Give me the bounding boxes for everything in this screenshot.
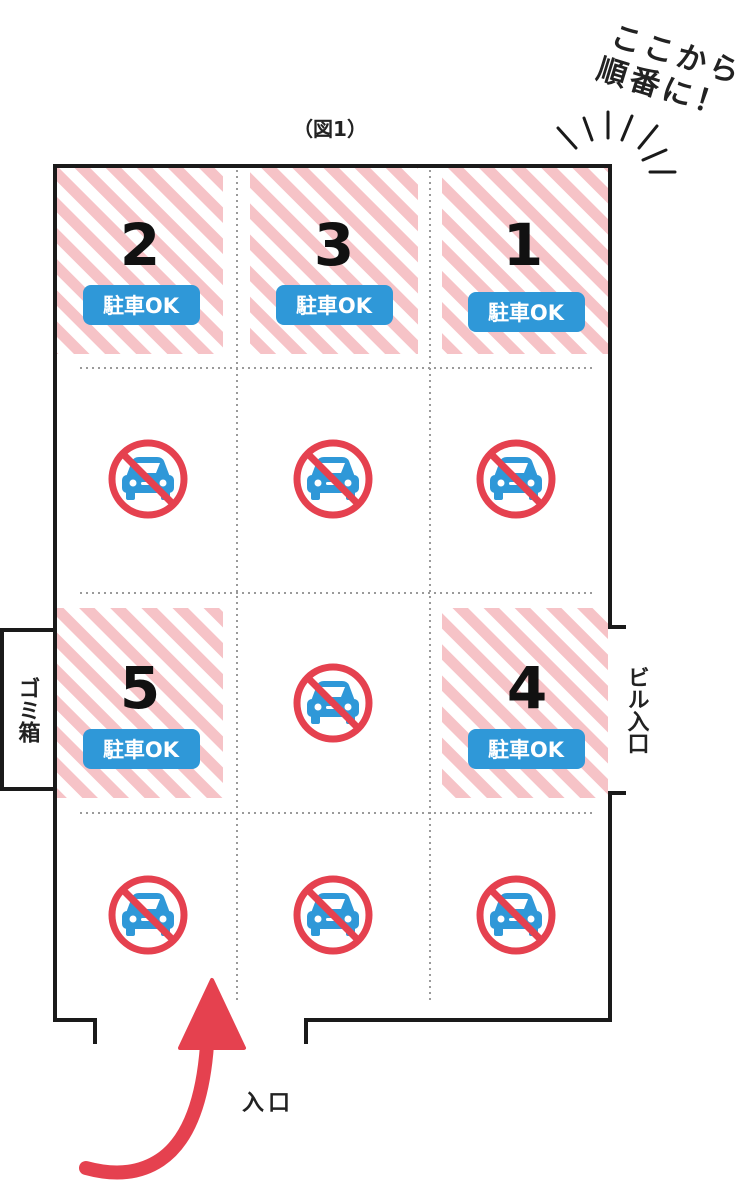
building-entrance-label: ビル入口: [624, 666, 650, 754]
spot-number-4: 4: [507, 654, 547, 722]
parking-ok-badge-5: 駐車OK: [83, 729, 200, 769]
spot-number-1: 1: [503, 211, 543, 279]
parking-ok-badge-2: 駐車OK: [83, 285, 200, 325]
no-parking-car-icon: [480, 879, 552, 951]
lot-outline: [53, 164, 626, 1044]
no-parking-car-icon: [480, 443, 552, 515]
garbage-label: ゴミ箱: [15, 676, 41, 743]
spot-number-3: 3: [314, 211, 354, 279]
figure-caption: （図1）: [293, 117, 367, 141]
parking-ok-badge-3: 駐車OK: [276, 285, 393, 325]
parking-ok-label: 駐車OK: [296, 294, 373, 318]
garbage-box: [0, 628, 57, 791]
parking-ok-badge-1: 駐車OK: [468, 292, 585, 332]
spot-number-5: 5: [120, 654, 160, 722]
no-parking-car-icon: [297, 443, 369, 515]
parking-ok-label: 駐車OK: [103, 738, 180, 762]
parking-ok-label: 駐車OK: [488, 738, 565, 762]
no-parking-car-icon: [112, 879, 184, 951]
parking-ok-label: 駐車OK: [103, 294, 180, 318]
entrance-arrow: [79, 978, 246, 1180]
parking-ok-label: 駐車OK: [488, 301, 565, 325]
spot-number-2: 2: [120, 211, 160, 279]
no-parking-car-icon: [297, 667, 369, 739]
no-parking-car-icon: [297, 879, 369, 951]
grid-lines: [80, 170, 595, 1002]
no-parking-car-icon: [112, 443, 184, 515]
emphasis-lines: [556, 110, 677, 174]
parking-ok-badge-4: 駐車OK: [468, 729, 585, 769]
start-note: ここから 順番に！: [593, 19, 748, 125]
entrance-label: 入口: [242, 1091, 294, 1116]
